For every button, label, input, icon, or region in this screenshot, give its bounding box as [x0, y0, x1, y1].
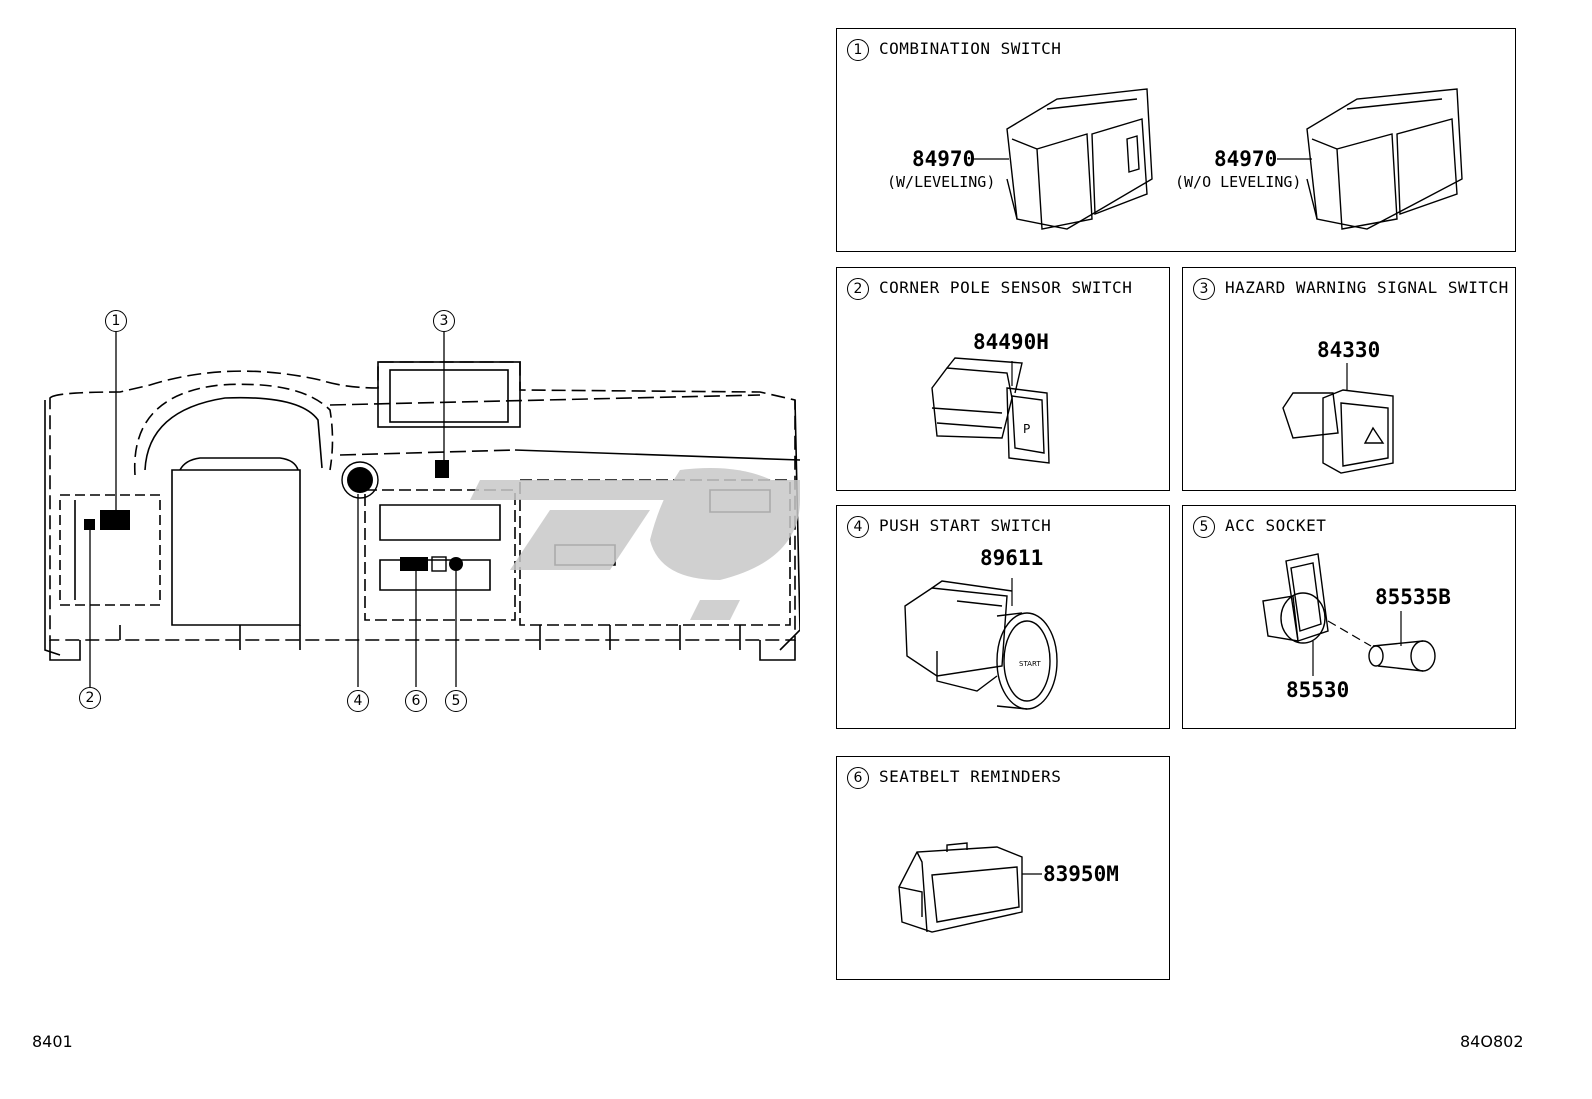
callout-6[interactable]: 6	[405, 690, 427, 712]
push-start-switch-drawing: START	[904, 578, 1058, 710]
dashboard-illustration	[44, 332, 800, 687]
panel-hazard-warning-signal-switch: 3 HAZARD WARNING SIGNAL SWITCH 84330	[1182, 267, 1516, 491]
panel-title: SEATBELT REMINDERS	[879, 767, 1062, 786]
svg-text:P: P	[1023, 422, 1030, 436]
panel-push-start-switch: 4 PUSH START SWITCH START 89611	[836, 505, 1170, 729]
part-note-w-leveling: (W/LEVELING)	[887, 173, 996, 191]
combination-switch-w-leveling-drawing	[973, 88, 1463, 230]
panel-combination-switch: 1 COMBINATION SWITCH 84970 (W/LEVELING) …	[836, 28, 1516, 252]
part-note-wo-leveling: (W/O LEVELING)	[1175, 173, 1302, 191]
callout-4[interactable]: 4	[347, 690, 369, 712]
panel-title: PUSH START SWITCH	[879, 516, 1052, 535]
corner-pole-sensor-switch-drawing: P	[931, 357, 1050, 464]
panel-num: 2	[847, 278, 869, 300]
panel-num: 6	[847, 767, 869, 789]
panel-title: HAZARD WARNING SIGNAL SWITCH	[1225, 278, 1509, 297]
panel-seatbelt-reminders: 6 SEATBELT REMINDERS 83950M	[836, 756, 1170, 980]
part-number-85535b[interactable]: 85535B	[1375, 585, 1451, 609]
panel-num: 5	[1193, 516, 1215, 538]
acc-socket-drawing	[1262, 553, 1436, 676]
panel-corner-pole-sensor-switch: 2 CORNER POLE SENSOR SWITCH P 84490H	[836, 267, 1170, 491]
part-number-84970-wo-leveling[interactable]: 84970	[1214, 147, 1278, 171]
part-number-84970-w-leveling[interactable]: 84970	[912, 147, 976, 171]
seatbelt-reminder-drawing	[898, 842, 1042, 933]
footer-left-code: 8401	[32, 1032, 73, 1051]
panel-num: 3	[1193, 278, 1215, 300]
part-number-84490h[interactable]: 84490H	[973, 330, 1049, 354]
callout-1[interactable]: 1	[105, 310, 127, 332]
footer-right-code: 84O802	[1460, 1032, 1524, 1051]
panel-num: 1	[847, 39, 869, 61]
panel-title: ACC SOCKET	[1225, 516, 1327, 535]
hazard-switch-drawing	[1282, 363, 1394, 474]
svg-text:START: START	[1019, 660, 1041, 668]
callout-2[interactable]: 2	[79, 687, 101, 709]
panel-acc-socket: 5 ACC SOCKET 85535B 85530	[1182, 505, 1516, 729]
part-number-85530[interactable]: 85530	[1286, 678, 1350, 702]
panel-num: 4	[847, 516, 869, 538]
panel-title: CORNER POLE SENSOR SWITCH	[879, 278, 1133, 297]
part-number-84330[interactable]: 84330	[1317, 338, 1381, 362]
callout-5[interactable]: 5	[445, 690, 467, 712]
part-number-89611[interactable]: 89611	[980, 546, 1044, 570]
callout-3[interactable]: 3	[433, 310, 455, 332]
panel-title: COMBINATION SWITCH	[879, 39, 1062, 58]
part-number-83950m[interactable]: 83950M	[1043, 862, 1119, 886]
